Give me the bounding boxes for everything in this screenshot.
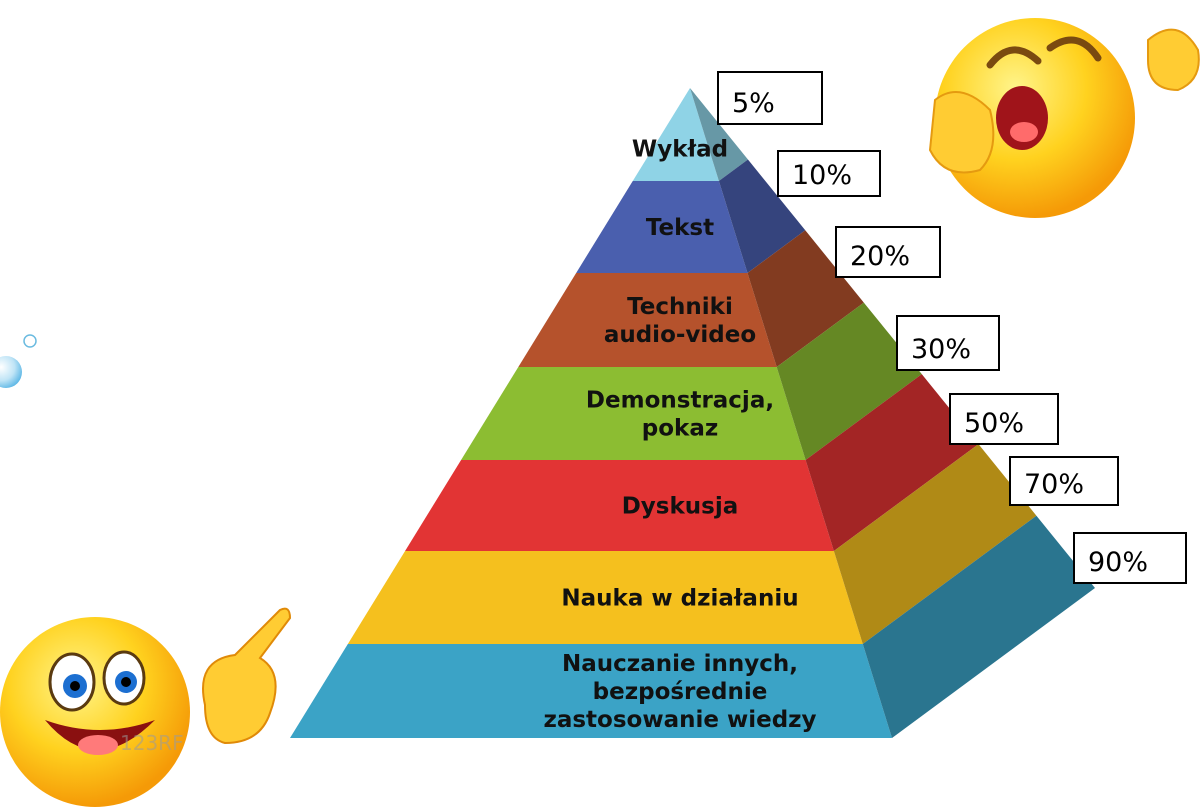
bubbles-decoration bbox=[0, 334, 37, 388]
pyramid-level-3-label: audio-video bbox=[604, 322, 756, 348]
pyramid-level-6-label: Nauka w działaniu bbox=[561, 586, 798, 612]
pyramid-level-3-side bbox=[747, 230, 864, 367]
pyramid-level-labels: WykładTekstTechnikiaudio-videoDemonstrac… bbox=[543, 137, 816, 734]
pyramid-level-4-front bbox=[461, 367, 806, 460]
percent-value-3: 20% bbox=[850, 241, 910, 272]
pointing-hand-icon bbox=[202, 607, 292, 745]
pyramid-level-2-label: Tekst bbox=[646, 215, 714, 241]
pyramid-level-1-label: Wykład bbox=[632, 137, 728, 163]
percent-value-4: 30% bbox=[911, 334, 971, 365]
pyramid-level-4-side bbox=[776, 302, 922, 460]
pyramid-level-2-side bbox=[718, 159, 806, 273]
percent-box-1 bbox=[717, 71, 823, 125]
smiling-emoji bbox=[0, 617, 190, 807]
percent-value-6: 70% bbox=[1024, 469, 1084, 500]
percent-value-1: 5% bbox=[732, 88, 775, 119]
laughing-emoji bbox=[928, 18, 1200, 218]
pyramid-level-5-label: Dyskusja bbox=[622, 494, 739, 520]
pyramid-level-7-label: bezpośrednie bbox=[593, 679, 768, 705]
percent-box-6 bbox=[1009, 456, 1119, 506]
percent-value-7: 90% bbox=[1088, 547, 1148, 578]
pyramid-level-7-side bbox=[862, 515, 1095, 738]
pyramid-front-face bbox=[290, 88, 892, 738]
pyramid-level-5-front bbox=[405, 460, 834, 551]
pyramid-side-face bbox=[690, 88, 1095, 738]
pyramid-level-1-side bbox=[690, 88, 748, 181]
percent-box-2 bbox=[777, 150, 881, 197]
pyramid-level-2-front bbox=[576, 181, 748, 273]
percent-value-2: 10% bbox=[792, 160, 852, 191]
pyramid-level-4-label: pokaz bbox=[642, 416, 718, 442]
watermark-text: 123RF bbox=[120, 731, 184, 755]
pyramid-level-5-side bbox=[805, 374, 979, 551]
pyramid-level-3-front bbox=[518, 273, 777, 367]
pyramid-level-6-front bbox=[347, 551, 863, 644]
pyramid-level-3-label: Techniki bbox=[627, 294, 733, 320]
percent-box-4 bbox=[896, 315, 1000, 371]
percent-box-7 bbox=[1073, 532, 1187, 584]
pyramid-level-7-label: zastosowanie wiedzy bbox=[543, 707, 816, 733]
percent-box-5 bbox=[949, 393, 1059, 445]
pyramid-level-1-front bbox=[632, 88, 719, 181]
pyramid-level-6-side bbox=[833, 444, 1037, 644]
percentage-boxes: 5% 10% 20% 30% 50%70% 90% bbox=[717, 71, 1187, 584]
pyramid-level-4-label: Demonstracja, bbox=[586, 388, 774, 414]
percent-box-3 bbox=[835, 226, 941, 278]
pyramid-level-7-label: Nauczanie innych, bbox=[562, 651, 798, 677]
percent-value-5: 50% bbox=[964, 408, 1024, 439]
pyramid-level-7-front bbox=[290, 644, 892, 738]
